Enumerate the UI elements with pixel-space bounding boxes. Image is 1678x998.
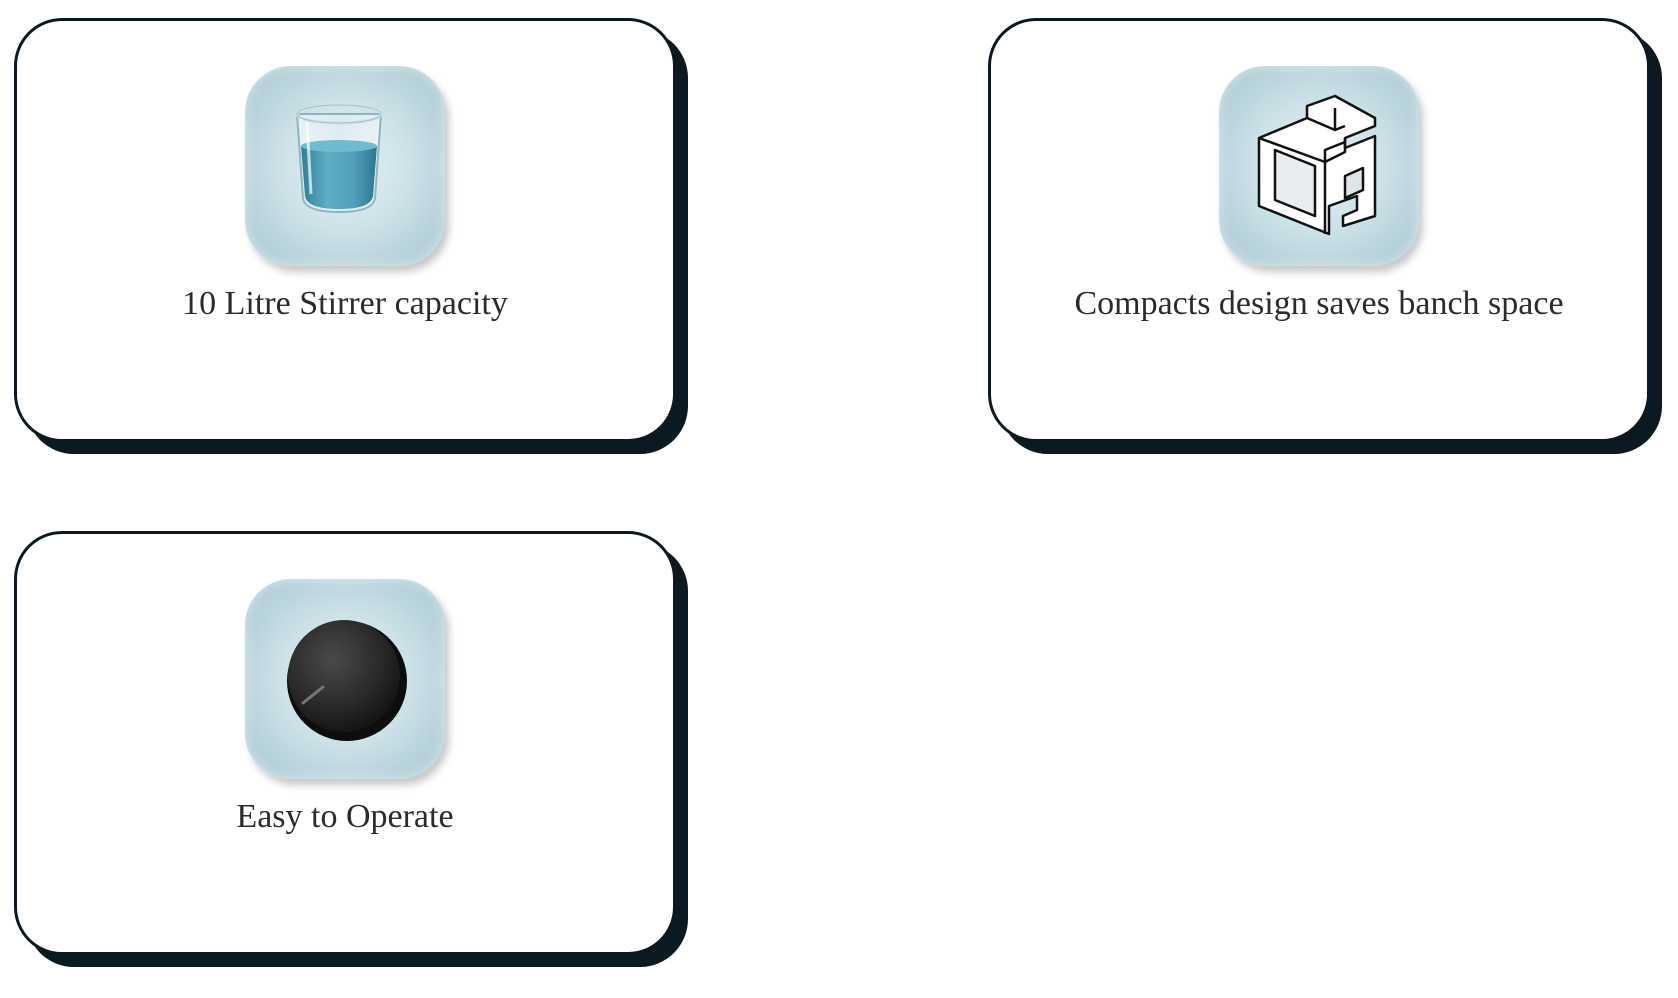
control-knob-icon-tile [245,579,445,779]
beaker-icon-tile [245,66,445,266]
control-knob-icon [287,620,407,741]
feature-label: Easy to Operate [236,798,454,835]
feature-card-operation: Easy to Operate [14,531,676,955]
beaker-icon [295,103,383,214]
feature-label: 10 Litre Stirrer capacity [182,285,508,322]
feature-label: Compacts design saves banch space [1074,285,1564,322]
feature-card-capacity: 10 Litre Stirrer capacity [14,18,676,442]
feature-card-compact: Compacts design saves banch space [988,18,1650,442]
compact-cube-icon [1257,94,1377,236]
compact-cube-icon-tile [1219,66,1419,266]
